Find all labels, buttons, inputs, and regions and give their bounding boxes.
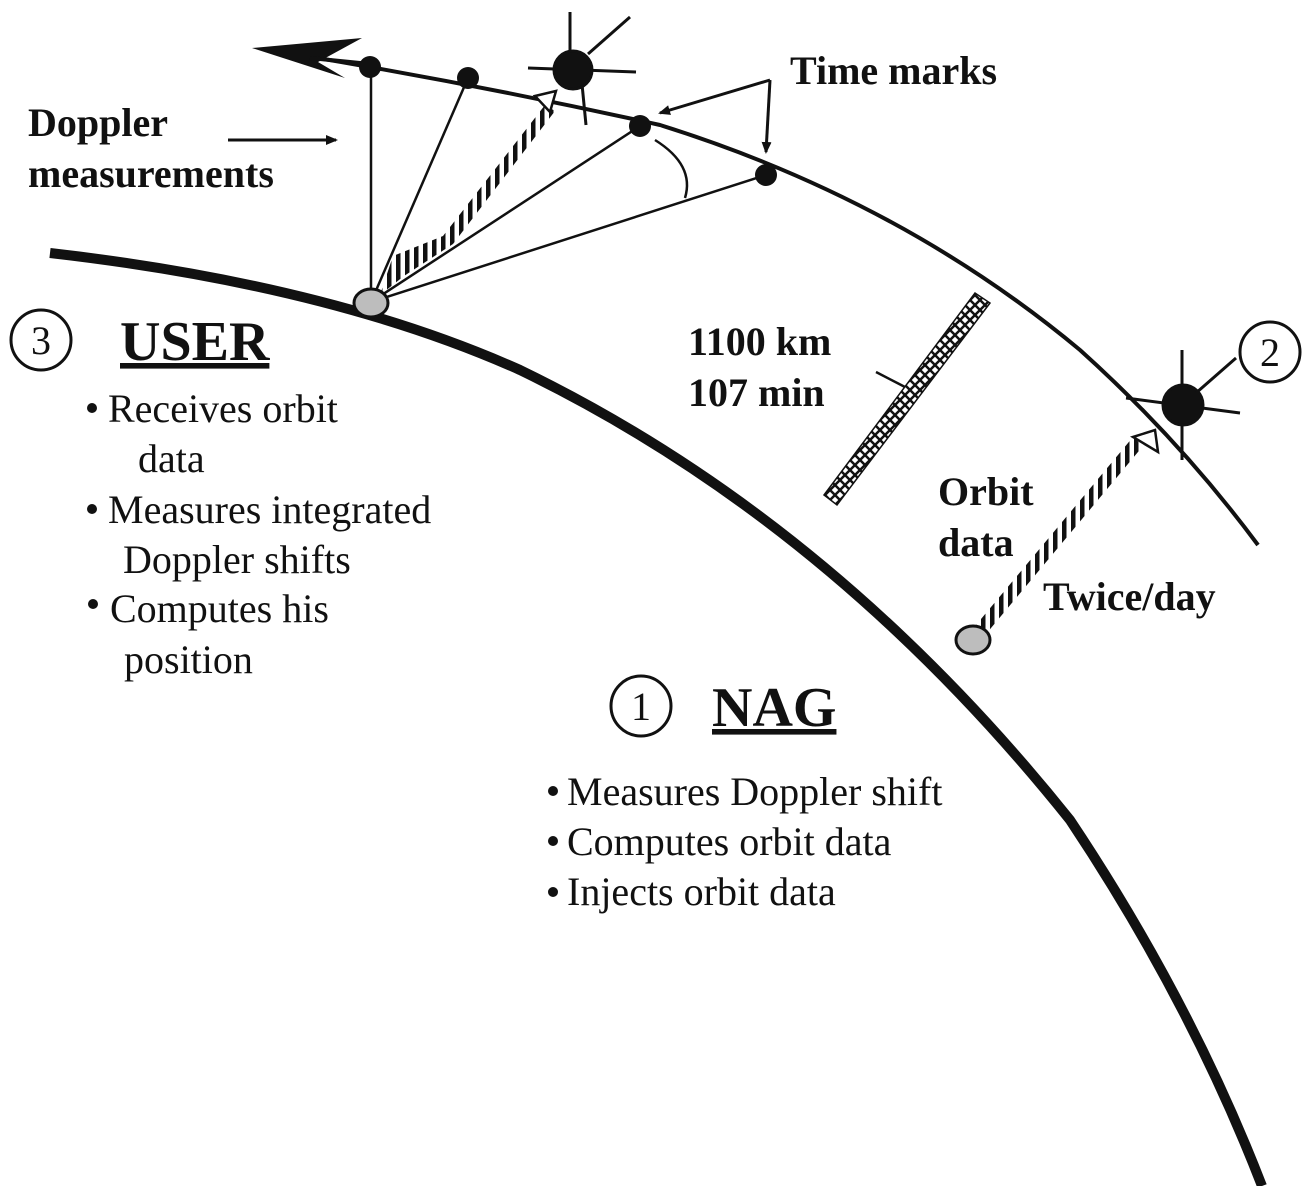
bullet-icon <box>548 786 558 796</box>
user-downlink-beam-tip <box>532 89 558 115</box>
doppler-label-line1: Doppler <box>28 100 168 145</box>
satellite-number: 2 <box>1260 330 1280 375</box>
satellite-icon <box>527 12 637 126</box>
nag-task-line: Computes orbit data <box>567 819 892 864</box>
user-task-line: data <box>138 436 205 481</box>
user-task-line: Computes his <box>110 586 329 631</box>
user-station-marker <box>352 287 390 319</box>
satellite-number-circle <box>1238 320 1302 384</box>
user-task-line: Doppler shifts <box>123 537 351 582</box>
measurement-angle-arc <box>654 138 689 199</box>
bullet-icon <box>88 599 98 609</box>
orbit-direction-arrow <box>252 38 362 78</box>
nag-number-circle <box>609 674 673 738</box>
nag-number: 1 <box>631 684 651 729</box>
user-task-line: Receives orbit <box>108 386 338 431</box>
user-number: 3 <box>31 318 51 363</box>
bullet-icon <box>87 504 97 514</box>
period-label: 107 min <box>688 370 825 415</box>
bullet-icon <box>548 887 558 897</box>
satellite-icon <box>1125 350 1241 460</box>
earth-surface-arc <box>49 248 1267 1186</box>
bullet-icon <box>548 836 558 846</box>
user-task-line: position <box>124 637 253 682</box>
time-mark-dot <box>457 67 479 89</box>
nag-station-marker <box>954 624 992 656</box>
user-downlink-beam <box>380 105 555 295</box>
orbit-data-label-line1: Orbit <box>938 469 1034 514</box>
nag-task-list: Measures Doppler shift Computes orbit da… <box>548 769 942 914</box>
orbit-data-label-line2: data <box>938 520 1014 565</box>
altitude-leader-line <box>875 370 906 389</box>
user-task-line: Measures integrated <box>108 487 431 532</box>
user-title: USER <box>120 311 270 373</box>
time-mark-dot <box>755 164 777 186</box>
nag-task-line: Injects orbit data <box>567 869 836 914</box>
time-mark-dot <box>629 115 651 137</box>
nag-title: NAG <box>712 677 836 739</box>
nag-task-line: Measures Doppler shift <box>567 769 942 814</box>
satellite-orbit-arc <box>299 53 1260 547</box>
time-marks-pointers <box>658 78 772 154</box>
bullet-icon <box>87 403 97 413</box>
time-marks-label: Time marks <box>790 48 997 93</box>
doppler-sight-lines <box>369 67 767 304</box>
user-task-list: Receives orbit data Measures integrated … <box>87 386 431 682</box>
altitude-band <box>822 291 992 507</box>
twice-per-day-label: Twice/day <box>1043 574 1216 619</box>
user-number-circle <box>9 308 73 372</box>
nag-uplink-beam-tip <box>1129 428 1160 455</box>
nag-uplink-beam <box>976 437 1143 634</box>
time-mark-points <box>359 56 777 186</box>
time-mark-dot <box>359 56 381 78</box>
doppler-label-line2: measurements <box>28 151 274 196</box>
altitude-label: 1100 km <box>688 319 831 364</box>
